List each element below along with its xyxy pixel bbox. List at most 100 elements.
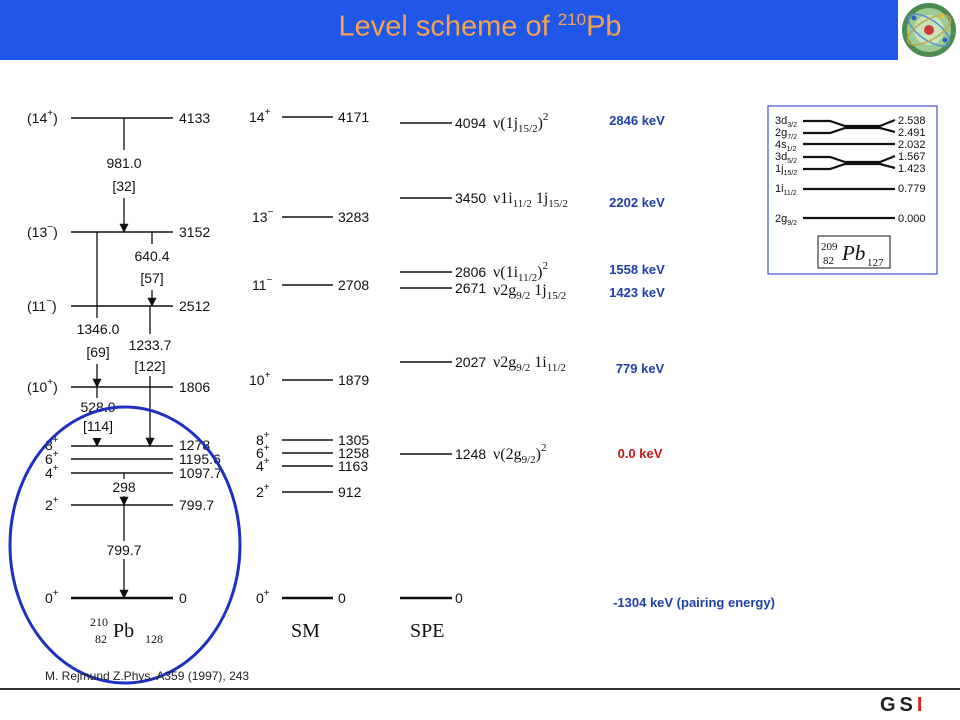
transition-energy-640: 640.4: [134, 248, 169, 264]
inset-orbital-4s12: 4s1/2: [775, 139, 796, 153]
level-energy-2: 799.7: [179, 497, 214, 513]
inset-energy-2032: 2.032: [898, 139, 926, 151]
level-energy-10: 1806: [179, 379, 210, 395]
inset-orbital-1j152: 1j15/2: [775, 163, 797, 177]
transition-intensity-1346: [69]: [86, 344, 109, 360]
kev-pairing: -1304 keV (pairing energy): [613, 595, 775, 610]
inset-nucleus-box: [817, 235, 891, 269]
transition-intensity-1234: [122]: [134, 358, 165, 374]
level-energy-11: 2512: [179, 298, 210, 314]
sm-energy-13: 3283: [338, 209, 369, 225]
spe-levels: 4094 ν(1j15/2)2 3450 ν1i11/2 1j15/2 2806…: [400, 111, 568, 642]
spe-config-4094: ν(1j15/2)2: [493, 111, 548, 135]
level-spin-8: 8+: [45, 435, 59, 453]
inset-energies: 2.538 2.491 2.032 1.567 1.423 0.779 0.00…: [898, 115, 926, 225]
title-text: Level scheme of: [338, 10, 558, 43]
nucleus-element: Pb: [113, 620, 134, 642]
sm-energy-11: 2708: [338, 277, 369, 293]
nucleus-z: 82: [95, 632, 107, 646]
highlight-circle: [8, 405, 242, 685]
inset-line-3d32: [803, 118, 896, 128]
transition-energy-1234: 1233.7: [129, 337, 172, 353]
spe-config-2671: ν2g9/2 1j15/2: [493, 282, 566, 302]
inset-orbital-lines: [803, 118, 896, 220]
level-energy-13: 3152: [179, 224, 210, 240]
inset-nucleus-label: 209 82 Pb 127: [821, 241, 884, 269]
footer-rule: [0, 688, 960, 690]
level-energy-14: 4133: [179, 110, 210, 126]
transition-energy-1346: 1346.0: [77, 321, 120, 337]
sm-column-label: SM: [291, 620, 320, 642]
inset-line-3d52: [803, 154, 896, 164]
transition-intensity-981: [32]: [112, 178, 135, 194]
spe-energy-2671: 2671: [455, 280, 486, 296]
spe-energy-3450: 3450: [455, 190, 486, 206]
spe-column-label: SPE: [410, 620, 444, 642]
inset-energy-2491: 2.491: [898, 127, 926, 139]
citation: M. Rejmund Z.Phys. A359 (1997), 243: [45, 669, 250, 683]
sm-spin-14: 14+: [249, 107, 271, 125]
transition-energy-298: 298: [112, 479, 136, 495]
kev-779: 779 keV: [616, 361, 665, 376]
level-energy-4: 1097.7: [179, 465, 222, 481]
kev-0: 0.0 keV: [618, 446, 663, 461]
sm-spin-10: 10+: [249, 370, 271, 388]
header-bar: [0, 0, 898, 60]
sm-energy-14: 4171: [338, 109, 369, 125]
kev-2202: 2202 keV: [609, 195, 665, 210]
kev-1558: 1558 keV: [609, 262, 665, 277]
title-element: Pb: [586, 10, 622, 43]
transition-intensity-528: [114]: [83, 418, 113, 434]
transition-energy-799: 799.7: [106, 542, 141, 558]
sm-spin-8: 8+: [256, 430, 270, 448]
nucleus-label-210pb: 210 82 Pb 128: [90, 615, 163, 646]
sm-spin-0: 0+: [256, 588, 270, 606]
level-spin-13: (13−): [27, 222, 58, 240]
inset-energy-0779: 0.779: [898, 183, 926, 195]
kev-annotations: 2846 keV 2202 keV 1558 keV 1423 keV 779 …: [609, 113, 775, 610]
level-scheme-diagram: (14+) 4133 (13−) 3152 (11−) 2512 (10+) 1…: [8, 105, 938, 685]
sm-spin-4: 4+: [256, 456, 270, 474]
level-spin-2: 2+: [45, 495, 59, 513]
sm-energy-6: 1258: [338, 445, 369, 461]
inset-nucleus-n: 127: [867, 257, 884, 269]
sm-energy-0: 0: [338, 590, 346, 606]
sm-energy-2: 912: [338, 484, 362, 500]
level-spin-11: (11−): [27, 296, 57, 314]
level-spin-4: 4+: [45, 463, 59, 481]
nucleus-n: 128: [145, 632, 163, 646]
kev-2846: 2846 keV: [609, 113, 665, 128]
spe-config-2027: ν2g9/2 1i11/2: [493, 354, 566, 374]
sm-spin-6: 6+: [256, 443, 270, 461]
inset-energy-0000: 0.000: [898, 213, 926, 225]
sm-levels: 14+ 4171 13− 3283 11− 2708 10+ 1879 8+ 1…: [249, 107, 369, 642]
inset-nucleus-mass: 209: [821, 241, 838, 253]
spe-energy-0: 0: [455, 590, 463, 606]
transition-intensity-640: [57]: [140, 270, 163, 286]
nucleus-mass: 210: [90, 615, 108, 629]
inset-209pb: 3d3/2 2g7/2 4s1/2 3d5/2 1j15/2 1i11/2 2g…: [767, 105, 938, 275]
spe-energy-1248: 1248: [455, 446, 486, 462]
transition-labels: 981.0 [32] 640.4 [57] 1346.0 [69] 1233.7…: [72, 152, 174, 559]
sm-spin-13: 13−: [252, 207, 274, 225]
level-spin-10: (10+): [27, 377, 58, 395]
inset-energy-1567: 1.567: [898, 151, 926, 163]
title-mass: 210: [557, 10, 587, 29]
inset-nucleus-z: 82: [823, 255, 834, 267]
sm-spin-11: 11−: [252, 275, 273, 293]
sm-spin-2: 2+: [256, 482, 270, 500]
transition-energy-528: 528.0: [80, 399, 115, 415]
spe-config-3450: ν1i11/2 1j15/2: [493, 190, 568, 210]
inset-line-2g72: [803, 126, 896, 135]
spe-energy-2806: 2806: [455, 264, 486, 280]
page-title: Level scheme of 210Pb: [0, 10, 960, 44]
spe-energy-4094: 4094: [455, 115, 486, 131]
inset-energy-2538: 2.538: [898, 115, 926, 127]
inset-orbital-3d52: 3d5/2: [775, 151, 797, 165]
level-energy-0: 0: [179, 590, 187, 606]
sm-energy-10: 1879: [338, 372, 369, 388]
kev-1423: 1423 keV: [609, 285, 665, 300]
gsi-atom-logo: [898, 0, 960, 60]
spe-config-1248: ν(2g9/2)2: [493, 442, 546, 466]
inset-energy-1423: 1.423: [898, 163, 926, 175]
